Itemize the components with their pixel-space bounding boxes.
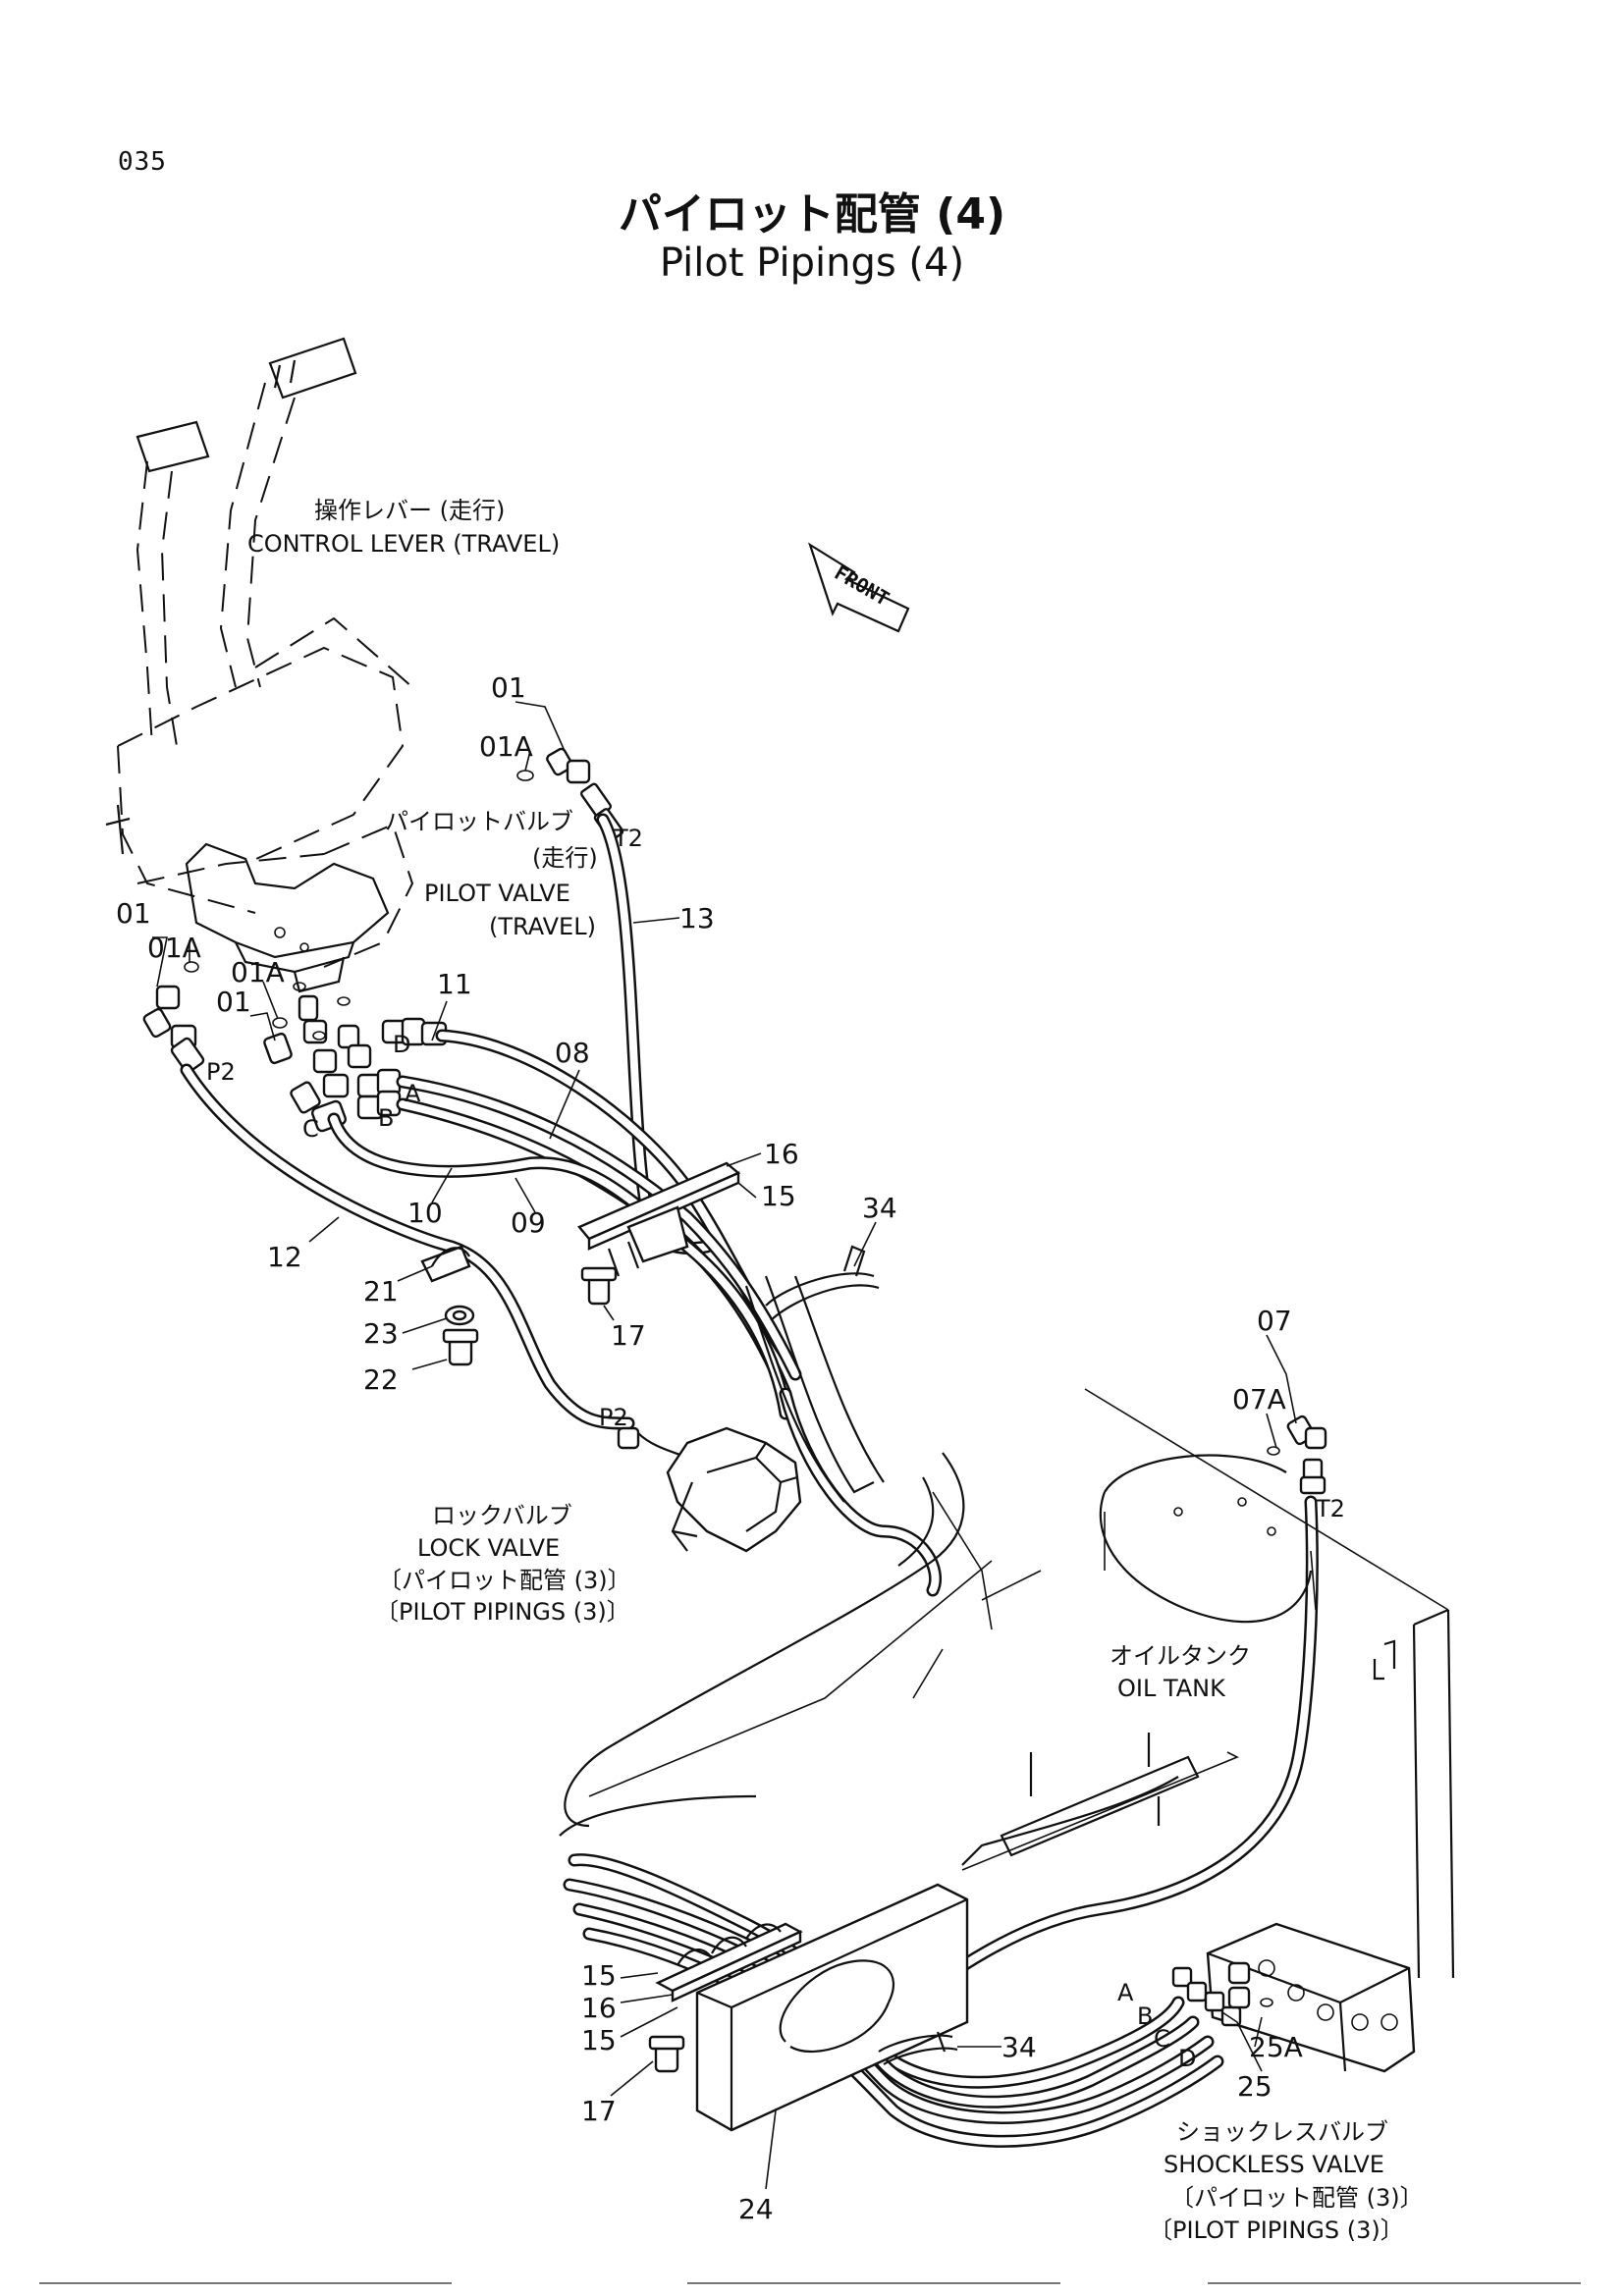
lock-valve-ref-en: 〔PILOT PIPINGS (3)〕 [375, 1598, 630, 1626]
frame-outline [588, 1491, 1042, 1797]
shockless-valve-block [1171, 1922, 1416, 2073]
page-number: 035 [118, 147, 167, 177]
tank-return-fittings [1267, 1415, 1327, 1495]
port-d-top: D [393, 1031, 410, 1058]
leader-lines [152, 701, 1297, 2190]
grommet-box [695, 1883, 969, 2132]
pilot-valve-label-jp: パイロットバルブ [385, 808, 573, 835]
part-21: 21 [363, 1275, 399, 1308]
clamp-plate-bottom [648, 1922, 803, 2073]
control-lever-label-jp: 操作レバー (走行) [314, 497, 505, 524]
pilot-valve-label-en-sub: (TRAVEL) [489, 913, 596, 940]
port-p2-pilot: P2 [206, 1058, 236, 1086]
part-34-bottom: 34 [1001, 2031, 1037, 2063]
clamp-21-assembly [420, 1245, 479, 1366]
pilot-valve-fittings [142, 747, 624, 1133]
part-07a: 07A [1232, 1383, 1286, 1415]
part-25a: 25A [1249, 2031, 1303, 2063]
pilot-valve-label-en: PILOT VALVE [424, 880, 570, 907]
part-23: 23 [363, 1317, 399, 1350]
footer-rule-left [39, 2282, 452, 2284]
port-t2-pilot: T2 [613, 825, 643, 852]
part-24: 24 [738, 2193, 774, 2225]
port-a-top: A [405, 1080, 421, 1107]
part-01-left: 01 [116, 897, 151, 930]
port-b-bottom: B [1137, 2002, 1153, 2030]
part-22: 22 [363, 1363, 399, 1396]
part-01-mid: 01 [216, 986, 251, 1018]
part-15-bottom-a: 15 [581, 1959, 617, 1992]
port-t2-tank: T2 [1315, 1495, 1345, 1522]
port-p2-lock: P2 [599, 1404, 628, 1431]
part-01-top: 01 [491, 671, 526, 704]
pilot-valve-body [185, 842, 390, 993]
shockless-valve-label-en: SHOCKLESS VALVE [1164, 2151, 1384, 2178]
oil-tank-label-jp: オイルタンク [1110, 1642, 1251, 1670]
shockless-valve-ref-en: 〔PILOT PIPINGS (3)〕 [1149, 2216, 1404, 2244]
part-08: 08 [555, 1037, 590, 1069]
part-16-bottom: 16 [581, 1992, 617, 2024]
part-01a-top: 01A [479, 730, 533, 763]
front-arrow-label: FRONT [831, 561, 893, 611]
clamp-band-bottom [878, 2031, 958, 2065]
part-number-callouts: 01 01A 01 01A 01 01A 13 11 08 16 15 34 1… [116, 671, 1303, 2225]
front-direction-arrow: FRONT [808, 542, 910, 633]
footer-rule-mid [687, 2282, 1060, 2284]
part-15-bottom-b: 15 [581, 2024, 617, 2056]
shockless-valve-ref-jp: 〔パイロット配管 (3)〕 [1170, 2184, 1424, 2212]
part-16-top: 16 [764, 1138, 799, 1170]
part-01a-left: 01A [147, 932, 201, 964]
lock-valve-body [617, 1426, 802, 1553]
lock-valve-label-en: LOCK VALVE [417, 1534, 560, 1562]
part-34-top: 34 [862, 1192, 897, 1224]
port-c-top: C [302, 1115, 319, 1143]
control-lever-label-en: CONTROL LEVER (TRAVEL) [247, 530, 560, 558]
oil-tank [961, 1388, 1455, 1979]
part-17-bottom: 17 [581, 2095, 617, 2127]
port-c-bottom: C [1154, 2025, 1170, 2053]
part-01a-mid: 01A [231, 956, 285, 988]
part-15-top: 15 [761, 1180, 796, 1212]
part-17-top: 17 [611, 1319, 646, 1352]
part-11: 11 [437, 968, 472, 1000]
part-09: 09 [511, 1206, 546, 1239]
footer-rule-right [1208, 2282, 1581, 2284]
port-d-bottom: D [1178, 2045, 1196, 2072]
lock-valve-label-jp: ロックバルブ [432, 1502, 572, 1529]
shockless-valve-label-jp: ショックレスバルブ [1176, 2118, 1388, 2146]
callout-labels: 操作レバー (走行) CONTROL LEVER (TRAVEL) パイロットバ… [247, 497, 1424, 2244]
part-07: 07 [1257, 1305, 1292, 1337]
part-25: 25 [1237, 2070, 1272, 2103]
pilot-valve-label-jp-sub: (走行) [532, 844, 598, 872]
lock-valve-ref-jp: 〔パイロット配管 (3)〕 [378, 1567, 631, 1594]
part-13: 13 [679, 902, 715, 934]
page-title-japanese: パイロット配管 (4) [618, 189, 1006, 240]
part-10: 10 [407, 1197, 443, 1229]
port-letters: T2 T2 P2 P2 D A B C A B C D [206, 825, 1345, 2072]
clamp-band-top [765, 1245, 880, 1321]
part-12: 12 [267, 1241, 302, 1273]
port-b-top: B [378, 1104, 394, 1132]
oil-tank-label-en: OIL TANK [1117, 1675, 1226, 1702]
control-lever-outline [105, 337, 414, 968]
clamp-plate-top [577, 1161, 741, 1306]
page-title-english: Pilot Pipings (4) [659, 240, 965, 286]
port-a-bottom: A [1117, 1979, 1134, 2006]
